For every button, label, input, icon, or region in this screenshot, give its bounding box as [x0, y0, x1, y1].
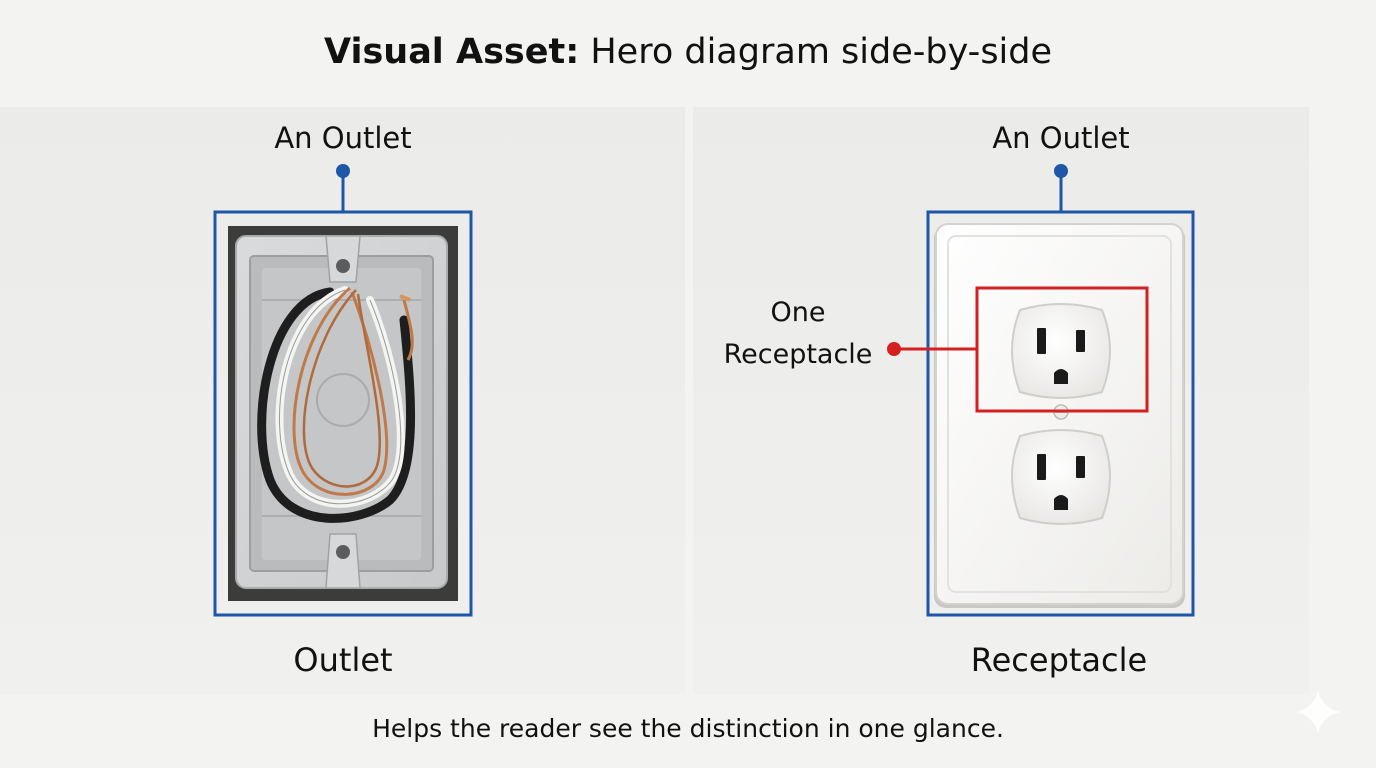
wires — [257, 286, 415, 523]
receptacle-highlight-frame — [926, 210, 1195, 617]
left-caption: Outlet — [293, 641, 393, 679]
top-screw-hole — [336, 259, 350, 273]
callout-line-1: One — [770, 297, 826, 328]
lower-receptacle — [1011, 429, 1111, 525]
upper-receptacle — [1011, 303, 1111, 399]
footer-text: Helps the reader see the distinction in … — [372, 714, 1004, 743]
callout-line-2: Receptacle — [723, 339, 873, 370]
right-top-label: An Outlet — [992, 121, 1130, 155]
receptacle-callout-connector — [887, 342, 977, 356]
sparkle-icon — [1296, 690, 1340, 734]
receptacle-callout-label: One Receptacle — [708, 292, 888, 376]
bottom-screw-hole — [336, 545, 350, 559]
left-connector — [336, 164, 350, 212]
title-lead: Visual Asset: — [323, 32, 580, 72]
page-title: Visual Asset: Hero diagram side-by-side — [0, 24, 1376, 80]
right-caption: Receptacle — [970, 641, 1148, 679]
outlet-highlight-frame — [213, 210, 473, 617]
right-connector — [1054, 164, 1068, 212]
title-rest: Hero diagram side-by-side — [590, 32, 1053, 72]
left-top-label: An Outlet — [274, 121, 412, 155]
